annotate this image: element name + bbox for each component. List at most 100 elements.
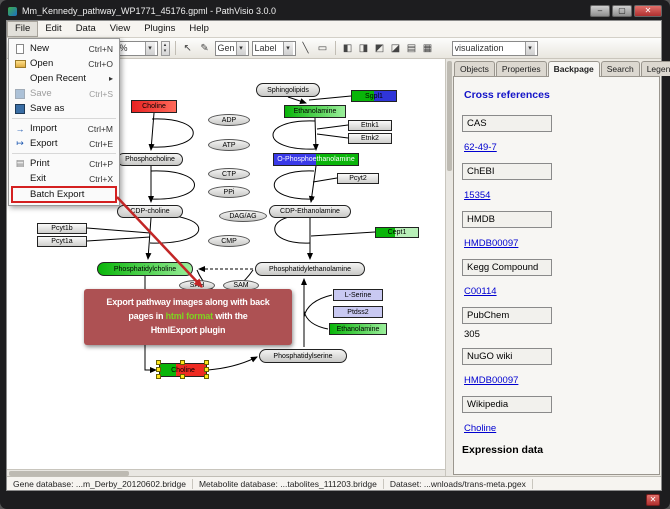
- pathway-node-etnk1[interactable]: Etnk1: [348, 120, 392, 131]
- tab-properties[interactable]: Properties: [495, 61, 547, 76]
- pathway-node-ethanolamine[interactable]: Ethanolamine: [329, 323, 387, 335]
- selection-handle[interactable]: [204, 374, 209, 379]
- xref-source-name: Kegg Compound: [462, 259, 552, 276]
- maximize-button[interactable]: ▢: [612, 5, 632, 17]
- shape-tool-icon[interactable]: ▭: [317, 42, 328, 54]
- selection-handle[interactable]: [180, 374, 185, 379]
- menu-separator: [12, 153, 116, 154]
- pathway-node-etnk2[interactable]: Etnk2: [348, 133, 392, 144]
- pathway-node-phosphocholine[interactable]: Phosphocholine: [117, 153, 183, 166]
- file-menu-item-label: Save as: [30, 103, 65, 114]
- selection-handle[interactable]: [156, 367, 161, 372]
- backpage-section-cas: CAS 62-49-7: [462, 115, 651, 155]
- pathway-node-l-serine[interactable]: L-Serine: [333, 289, 383, 301]
- pathway-node-sgpl1[interactable]: Sgpl1: [351, 90, 397, 102]
- close-button[interactable]: ✕: [634, 5, 662, 17]
- pathway-node-adp[interactable]: ADP: [208, 114, 250, 126]
- xref-link[interactable]: HMDB00097: [464, 238, 519, 249]
- distribute-horizontal-icon[interactable]: ▤: [406, 42, 417, 54]
- align-left-icon[interactable]: ◧: [342, 42, 353, 54]
- pathway-node-ctp[interactable]: CTP: [208, 168, 250, 180]
- align-right-icon[interactable]: ◨: [358, 42, 369, 54]
- pathway-node-cept1[interactable]: Cept1: [375, 227, 419, 238]
- menu-help[interactable]: Help: [189, 23, 209, 34]
- pathway-node-choline[interactable]: Choline: [131, 100, 177, 113]
- print-icon: [14, 158, 26, 169]
- pathway-node-pcyt1a[interactable]: Pcyt1a: [37, 236, 87, 247]
- select-tool-icon[interactable]: ↖: [183, 42, 192, 54]
- tab-search[interactable]: Search: [600, 61, 640, 76]
- pathway-node-ethanolamine[interactable]: Ethanolamine: [284, 105, 346, 118]
- gene-node-dropdown[interactable]: Gen ▾: [214, 40, 249, 56]
- xref-link[interactable]: 62-49-7: [464, 142, 497, 153]
- pathway-node-atp[interactable]: ATP: [208, 139, 250, 151]
- file-menu-item-shortcut: Ctrl+M: [87, 123, 113, 134]
- chevron-down-icon[interactable]: ▾: [282, 41, 293, 55]
- pathway-node-dag-ag[interactable]: DAG/AG: [219, 210, 267, 222]
- xref-link[interactable]: 15354: [464, 190, 491, 201]
- pathway-node-phosphatidylcholine[interactable]: Phosphatidylcholine: [97, 262, 193, 276]
- menu-file[interactable]: File: [7, 21, 39, 37]
- minimize-button[interactable]: –: [590, 5, 610, 17]
- line-tool-icon[interactable]: ╲: [302, 42, 309, 54]
- pathway-node-ptdss2[interactable]: Ptdss2: [333, 306, 383, 318]
- pathway-node-ppi[interactable]: PPi: [208, 186, 250, 198]
- menu-view[interactable]: View: [109, 23, 131, 34]
- chevron-down-icon[interactable]: ▾: [235, 41, 246, 55]
- arrow-out-icon: [14, 138, 26, 149]
- menu-plugins[interactable]: Plugins: [144, 23, 176, 34]
- file-menu-item-batch-export[interactable]: Batch Export: [11, 186, 117, 203]
- pathway-node-pcyt2[interactable]: Pcyt2: [337, 173, 379, 184]
- xref-link[interactable]: Choline: [464, 423, 497, 434]
- menu-data[interactable]: Data: [75, 23, 96, 34]
- distribute-vertical-icon[interactable]: ▦: [422, 42, 433, 54]
- selection-handle[interactable]: [156, 374, 161, 379]
- xref-source-name: CAS: [462, 115, 552, 132]
- selection-handle[interactable]: [204, 360, 209, 365]
- file-menu-item-save-as[interactable]: Save as: [11, 101, 117, 116]
- pathway-node-sphingolipids[interactable]: Sphingolipids: [256, 83, 320, 97]
- label-tool-dropdown[interactable]: Label ▾: [251, 40, 296, 56]
- page-icon: [14, 43, 26, 54]
- pathway-node-cdp-choline[interactable]: CDP-choline: [117, 205, 183, 218]
- canvas-vertical-scrollbar[interactable]: [445, 59, 452, 476]
- chevron-down-icon[interactable]: ▾: [144, 41, 155, 55]
- align-bottom-icon[interactable]: ◪: [390, 42, 401, 54]
- selection-handle[interactable]: [156, 360, 161, 365]
- edit-tool-icon[interactable]: ✎: [200, 42, 209, 54]
- pathway-node-o-phosphoethanolamine[interactable]: O-Phosphoethanolamine: [273, 153, 359, 166]
- xref-link[interactable]: C00114: [464, 286, 497, 297]
- xref-link[interactable]: HMDB00097: [464, 375, 519, 386]
- pathway-node-phosphatidylserine[interactable]: Phosphatidylserine: [259, 349, 347, 363]
- menu-edit[interactable]: Edit: [45, 23, 62, 34]
- frame-close-button[interactable]: ✕: [646, 494, 660, 506]
- selection-handle[interactable]: [180, 360, 185, 365]
- visualization-dropdown[interactable]: visualization ▾: [451, 40, 538, 56]
- canvas-horizontal-scrollbar[interactable]: [7, 469, 445, 476]
- file-menu-item-label: Batch Export: [30, 189, 85, 200]
- pathway-node-pcyt1b[interactable]: Pcyt1b: [37, 223, 87, 234]
- chevron-down-icon[interactable]: ▾: [524, 41, 535, 55]
- align-top-icon[interactable]: ◩: [374, 42, 385, 54]
- expression-data-heading: Expression data: [462, 444, 544, 456]
- file-menu-item-label: Print: [30, 158, 50, 169]
- zoom-stepper[interactable]: ▴▾: [160, 40, 170, 56]
- file-menu-item-open-recent[interactable]: Open Recent▸: [11, 71, 117, 86]
- tab-legend[interactable]: Legend: [640, 61, 670, 76]
- pathway-node-cdp-ethanolamine[interactable]: CDP-Ethanolamine: [269, 205, 351, 218]
- tab-backpage[interactable]: Backpage: [547, 61, 600, 77]
- pathway-node-cmp[interactable]: CMP: [208, 235, 250, 247]
- selection-handle[interactable]: [204, 367, 209, 372]
- pathway-node-phosphatidylethanolamine[interactable]: Phosphatidylethanolamine: [255, 262, 365, 276]
- tab-objects[interactable]: Objects: [454, 61, 495, 76]
